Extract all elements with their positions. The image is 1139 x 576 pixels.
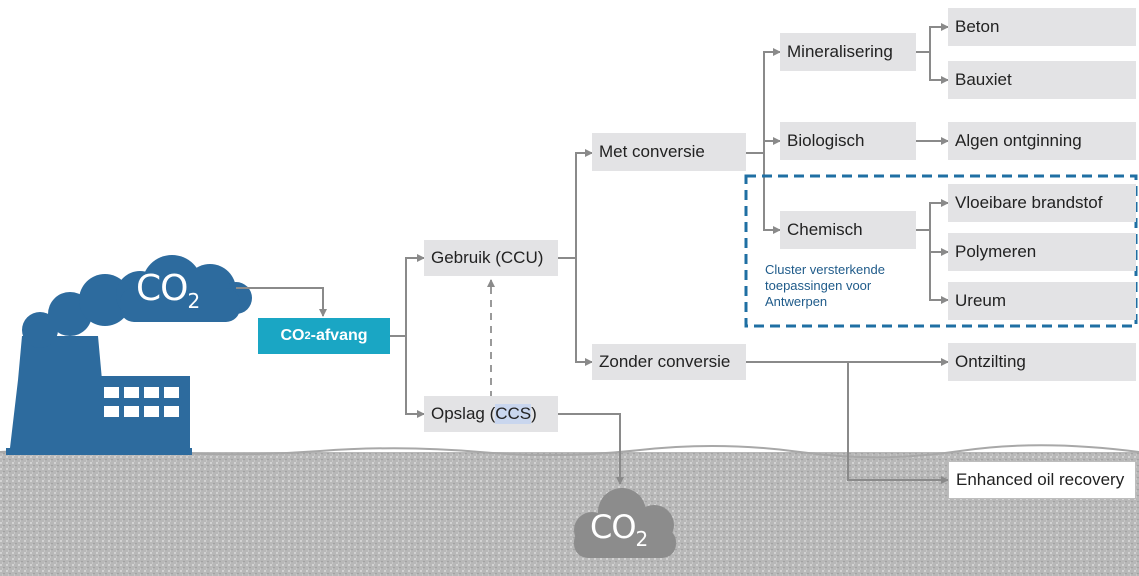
node-met-conversie-label: Met conversie: [599, 142, 705, 161]
node-chemisch-label: Chemisch: [787, 220, 863, 239]
connector-mineral-beton: [916, 23, 949, 53]
node-enhanced-oil-recovery: Enhanced oil recovery: [948, 461, 1136, 499]
node-mineralisering-label: Mineralisering: [787, 42, 893, 61]
cluster-label: Cluster versterkende toepassingen voor A…: [765, 262, 935, 310]
node-zonder-conversie: Zonder conversie: [592, 344, 746, 380]
node-bauxiet-label: Bauxiet: [955, 70, 1012, 89]
node-polymeren: Polymeren: [948, 233, 1136, 271]
node-biologisch: Biologisch: [780, 122, 916, 160]
connector-opslag-storage: [558, 413, 624, 485]
connector-chem-polymeren: [929, 230, 949, 256]
connector-chem-vloeibare: [916, 199, 949, 231]
connector-chem-ureum: [929, 230, 949, 304]
connector-capture-branch: [390, 254, 425, 337]
factory-chimney: [10, 336, 102, 448]
node-opslag-label-pre: Opslag (: [431, 404, 496, 423]
storage-cloud-icon: [574, 488, 676, 558]
factory-co2-main: CO: [136, 268, 188, 309]
node-ureum: Ureum: [948, 282, 1136, 320]
storage-co2-sub: 2: [635, 527, 649, 551]
node-opslag-ccs: Opslag (CCS): [424, 396, 558, 432]
node-bauxiet: Bauxiet: [948, 61, 1136, 99]
connector-ccu-met: [558, 149, 593, 259]
node-vloeibare-brandstof: Vloeibare brandstof: [948, 184, 1136, 222]
factory-windows: [104, 387, 179, 417]
connector-cloud-capture: [236, 287, 327, 317]
node-algen-label: Algen ontginning: [955, 131, 1082, 150]
connector-ccu-zonder: [575, 258, 593, 366]
storage-co2-text: CO2: [590, 508, 649, 551]
node-opslag-label-highlight: CCS: [495, 404, 532, 424]
storage-co2-main: CO: [590, 508, 637, 546]
cluster-label-line1: Cluster versterkende: [765, 262, 885, 277]
ground-layer: [0, 452, 1139, 576]
cluster-label-line3: Antwerpen: [765, 294, 828, 309]
node-opslag-label-post: ): [531, 404, 537, 423]
node-vloeibare-label: Vloeibare brandstof: [955, 193, 1103, 212]
node-mineralisering: Mineralisering: [780, 33, 916, 71]
cluster-border: [744, 174, 1138, 328]
smoke-cloud-icon: [22, 255, 252, 348]
factory-base: [6, 448, 192, 455]
capture-label-main: CO: [280, 327, 305, 344]
cluster-label-line2: toepassingen voor: [765, 278, 872, 293]
node-zonder-conversie-label: Zonder conversie: [599, 352, 731, 371]
node-gebruik-ccu: Gebruik (CCU): [424, 240, 558, 276]
connector-mineral-bauxiet: [929, 52, 949, 84]
node-beton-label: Beton: [955, 17, 1000, 36]
factory-co2-sub: 2: [187, 289, 200, 313]
node-beton: Beton: [948, 8, 1136, 46]
connector-met-chem: [763, 153, 781, 234]
node-enhanced-label: Enhanced oil recovery: [956, 470, 1125, 489]
node-algen-ontginning: Algen ontginning: [948, 122, 1136, 160]
node-met-conversie: Met conversie: [592, 133, 746, 171]
node-gebruik-label: Gebruik (CCU): [431, 248, 544, 267]
capture-label-rest: -afvang: [310, 327, 368, 344]
connector-met-mineral: [746, 48, 781, 154]
node-ontzilting-label: Ontzilting: [955, 352, 1026, 371]
capture-label-sub: 2: [304, 330, 311, 342]
connector-capture-opslag: [405, 336, 425, 418]
connector-zonder-enhanced: [847, 362, 949, 484]
node-ontzilting: Ontzilting: [948, 343, 1136, 381]
node-biologisch-label: Biologisch: [787, 131, 865, 150]
node-chemisch: Chemisch: [780, 211, 916, 249]
factory-co2-text: CO2: [136, 268, 200, 313]
node-polymeren-label: Polymeren: [955, 242, 1037, 261]
node-ureum-label: Ureum: [955, 291, 1007, 310]
